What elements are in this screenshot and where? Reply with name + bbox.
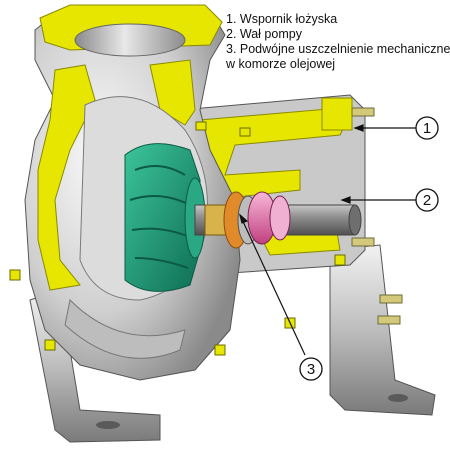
callout-2: 2 [415, 188, 439, 212]
legend-item-3: 3. Podwójne uszczelnienie mechaniczne [226, 42, 450, 56]
callout-2-number: 2 [423, 192, 431, 209]
callout-1: 1 [415, 116, 439, 140]
impeller [124, 143, 206, 292]
callout-1-number: 1 [423, 120, 431, 137]
base-foot-right [329, 244, 436, 416]
legend: 1. Wspornik łożyska 2. Wał pompy 3. Podw… [226, 12, 450, 72]
legend-item-3-continuation: w komorze olejowej [226, 57, 336, 71]
legend-item-1: 1. Wspornik łożyska [226, 12, 338, 26]
mechanical-seal [204, 191, 291, 249]
leader-lines [238, 124, 416, 356]
callout-3: 3 [299, 357, 323, 381]
legend-item-2: 2. Wał pompy [226, 27, 302, 41]
callout-3-number: 3 [307, 361, 315, 378]
